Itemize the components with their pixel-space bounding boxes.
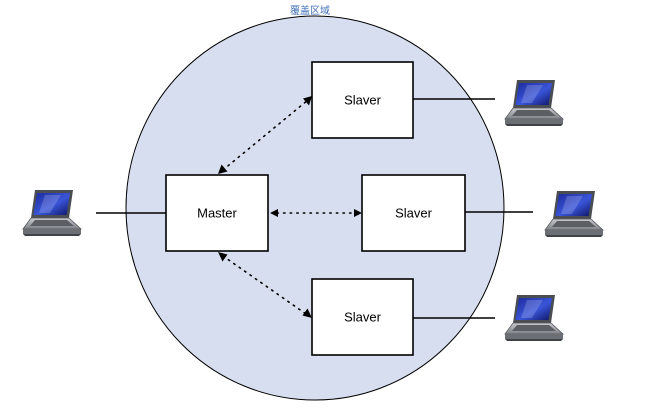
slave-node-top: Slaver: [311, 61, 414, 139]
laptop-icon: [504, 294, 564, 342]
link-master-slave-bottom: [218, 252, 312, 318]
laptop-icon: [22, 189, 82, 237]
slave-node-middle-label: Slaver: [395, 206, 433, 221]
master-node-label: Master: [197, 206, 237, 221]
laptop-icon: [504, 79, 564, 127]
slave-node-bottom-label: Slaver: [344, 310, 382, 325]
slave-node-middle: Slaver: [361, 174, 466, 252]
arrowhead-master-middle: [270, 209, 278, 217]
slave-node-bottom: Slaver: [311, 278, 414, 356]
arrowhead-slave-top: [303, 96, 312, 106]
link-master-slave-middle: [270, 209, 362, 217]
arrowhead-master-top: [218, 164, 228, 174]
master-node: Master: [165, 174, 269, 252]
arrowhead-slave-bottom: [302, 308, 312, 318]
laptop-icon: [544, 190, 604, 238]
slave-node-top-label: Slaver: [344, 93, 382, 108]
arrowhead-slave-middle: [354, 209, 362, 217]
arrowhead-master-bottom: [218, 252, 228, 262]
link-master-slave-top: [218, 96, 312, 174]
coverage-area-label: 覆盖区域: [290, 4, 330, 17]
